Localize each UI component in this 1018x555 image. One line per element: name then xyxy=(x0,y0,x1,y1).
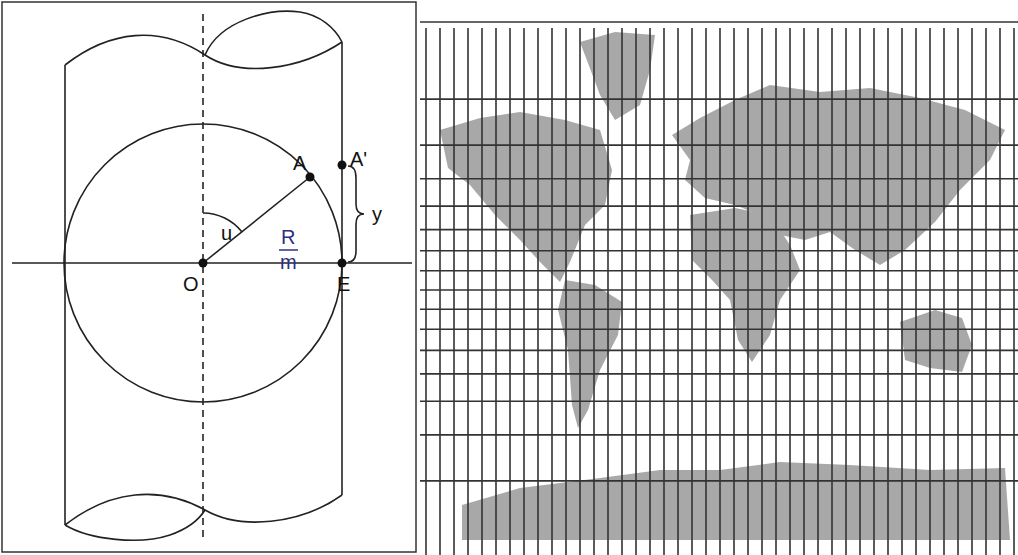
parallel xyxy=(420,178,1018,180)
meridian xyxy=(425,28,427,555)
meridian xyxy=(663,28,665,555)
meridian xyxy=(831,28,833,555)
continent xyxy=(900,310,972,372)
meridian xyxy=(509,28,511,555)
point-label: E xyxy=(337,273,350,295)
meridian xyxy=(677,28,679,555)
meridian xyxy=(761,28,763,555)
meridian xyxy=(565,28,567,555)
point-label: O xyxy=(183,273,199,295)
meridian xyxy=(1013,28,1015,555)
point-label: A xyxy=(293,152,306,174)
continent xyxy=(580,32,655,120)
cylinder-side xyxy=(64,65,66,525)
meridian xyxy=(985,28,987,555)
map-grid xyxy=(420,22,1018,555)
meridian xyxy=(537,28,539,555)
meridian xyxy=(775,28,777,555)
meridian xyxy=(733,28,735,555)
meridian xyxy=(705,28,707,555)
radius xyxy=(203,177,310,263)
meridian xyxy=(649,28,651,555)
radius-label: R xyxy=(281,226,295,248)
meridian xyxy=(999,28,1001,555)
point-label: A' xyxy=(350,148,367,170)
parallel xyxy=(420,144,1018,146)
meridian xyxy=(789,28,791,555)
point xyxy=(338,161,347,170)
parallel xyxy=(420,373,1018,375)
meridian xyxy=(495,28,497,555)
mercator-map xyxy=(440,32,1010,540)
parallel xyxy=(420,400,1018,402)
angle-label: u xyxy=(221,222,232,244)
parallel xyxy=(420,270,1018,272)
meridian xyxy=(719,28,721,555)
point xyxy=(199,259,208,268)
meridian xyxy=(691,28,693,555)
meridian xyxy=(523,28,525,555)
parallel xyxy=(420,205,1018,207)
fraction-bar xyxy=(279,249,298,251)
meridian xyxy=(579,28,581,555)
meridian xyxy=(607,28,609,555)
length-label: y xyxy=(372,203,382,225)
meridian xyxy=(635,28,637,555)
parallel xyxy=(420,250,1018,252)
continent xyxy=(462,462,1010,540)
meridian xyxy=(593,28,595,555)
meridian xyxy=(901,28,903,555)
meridian xyxy=(915,28,917,555)
meridian xyxy=(481,28,483,555)
meridian xyxy=(453,28,455,555)
parallel xyxy=(420,328,1018,330)
meridian xyxy=(439,28,441,555)
meridian xyxy=(957,28,959,555)
equator-line xyxy=(12,262,412,264)
meridian xyxy=(887,28,889,555)
meridian xyxy=(817,28,819,555)
point xyxy=(306,173,315,182)
continent xyxy=(440,112,612,282)
meridian xyxy=(803,28,805,555)
parallel xyxy=(420,98,1018,100)
parallel xyxy=(420,308,1018,310)
meridian xyxy=(747,28,749,555)
parallel xyxy=(420,21,1018,23)
meridian xyxy=(943,28,945,555)
radius-label: m xyxy=(280,251,297,273)
meridian xyxy=(467,28,469,555)
meridian xyxy=(873,28,875,555)
panel-frame xyxy=(2,2,416,552)
meridian xyxy=(929,28,931,555)
meridian xyxy=(621,28,623,555)
parallel xyxy=(420,350,1018,352)
parallel xyxy=(420,289,1018,291)
point xyxy=(338,259,347,268)
brace xyxy=(348,166,364,262)
meridian xyxy=(551,28,553,555)
axis xyxy=(202,14,204,540)
meridian xyxy=(971,28,973,555)
continent xyxy=(558,280,622,428)
meridian xyxy=(859,28,861,555)
parallel xyxy=(420,229,1018,231)
parallel xyxy=(420,434,1018,436)
parallel xyxy=(420,480,1018,482)
meridian xyxy=(845,28,847,555)
cylinder-diagram xyxy=(2,2,416,552)
